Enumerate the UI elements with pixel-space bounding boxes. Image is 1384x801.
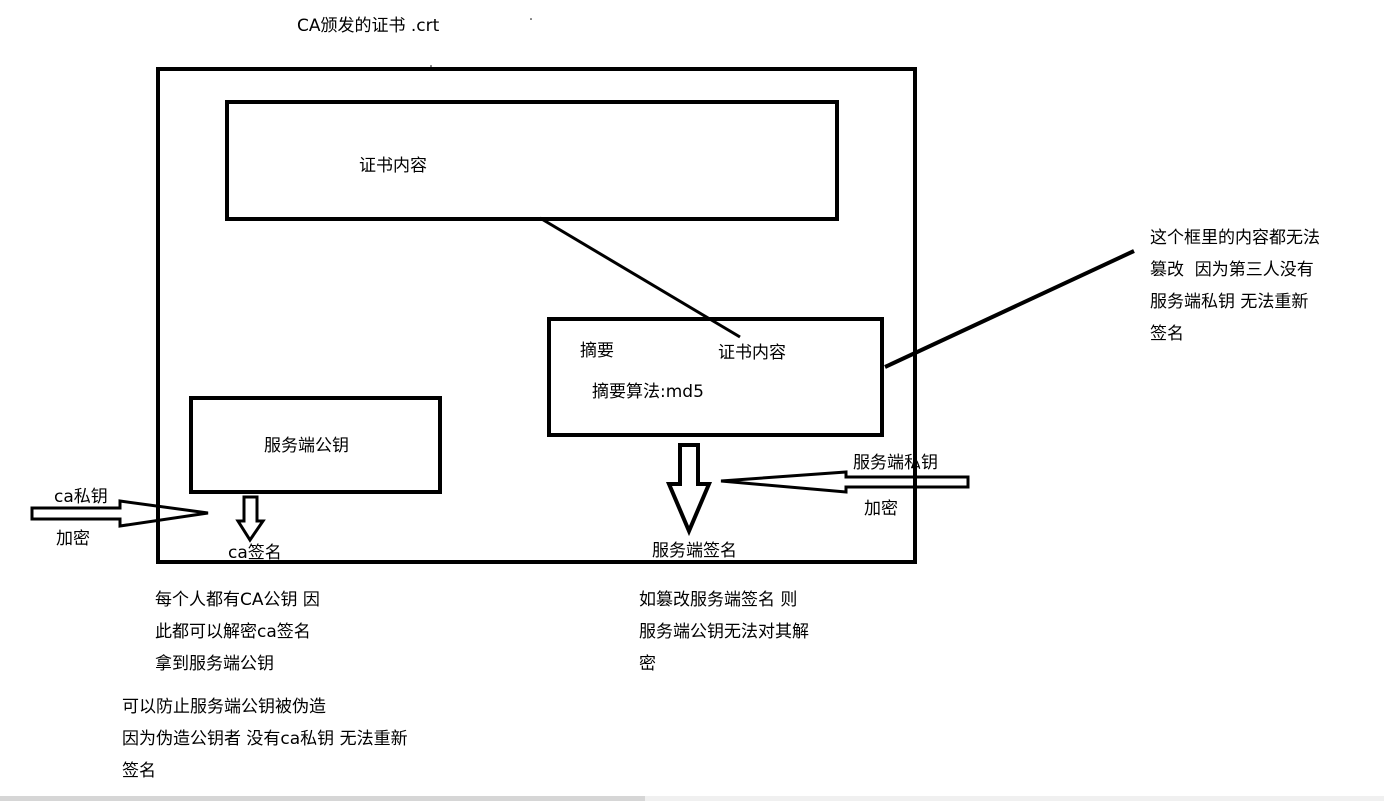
content-to-digest-line: [539, 216, 741, 339]
note-line: 签名: [1150, 324, 1184, 344]
ca-encrypt-arrow: [30, 499, 209, 528]
digest-box: [547, 317, 884, 437]
note-line: 密: [639, 654, 656, 674]
scrollbar-track[interactable]: [645, 796, 1384, 801]
note-bottom-center: 如篡改服务端签名 则 服务端公钥无法对其解 密: [639, 584, 809, 680]
note-line: 篡改 因为第三人没有: [1150, 260, 1314, 280]
note-line: 此都可以解密ca签名: [155, 622, 311, 642]
digest-content-label: 证书内容: [718, 343, 786, 363]
diagram-title: CA颁发的证书 .crt: [297, 16, 440, 36]
note-bottom-left-2: 可以防止服务端公钥被伪造 因为伪造公钥者 没有ca私钥 无法重新 签名: [122, 691, 408, 787]
digest-down-arrow: [665, 443, 713, 537]
ca-signature-label: ca签名: [228, 543, 282, 563]
server-pubkey-box: [189, 396, 442, 494]
digest-algorithm-label: 摘要算法:md5: [592, 382, 704, 402]
note-right: 这个框里的内容都无法 篡改 因为第三人没有 服务端私钥 无法重新 签名: [1150, 222, 1320, 350]
server-encrypt-label: 加密: [864, 499, 898, 519]
ca-encrypt-label: 加密: [56, 529, 90, 549]
note-line: 这个框里的内容都无法: [1150, 228, 1320, 248]
server-signature-label: 服务端签名: [652, 541, 737, 561]
pubkey-box-label: 服务端公钥: [264, 436, 349, 456]
certificate-frame: [156, 67, 917, 564]
digest-label: 摘要: [580, 341, 614, 361]
content-box-label: 证书内容: [359, 156, 427, 176]
ca-sign-down-arrow: [235, 495, 266, 543]
note-line: 签名: [122, 761, 156, 781]
server-key-label: 服务端私钥: [853, 453, 938, 473]
ca-key-label: ca私钥: [54, 487, 108, 507]
certificate-content-box: [225, 100, 839, 221]
note-pointer-line: [884, 249, 1135, 369]
note-line: 因为伪造公钥者 没有ca私钥 无法重新: [122, 729, 408, 749]
server-encrypt-arrow: [720, 470, 970, 494]
stray-dot: [530, 18, 532, 20]
note-line: 服务端私钥 无法重新: [1150, 292, 1309, 312]
note-line: 服务端公钥无法对其解: [639, 622, 809, 642]
note-line: 每个人都有CA公钥 因: [155, 590, 320, 610]
note-line: 可以防止服务端公钥被伪造: [122, 697, 326, 717]
note-line: 拿到服务端公钥: [155, 654, 274, 674]
stray-dot: [430, 65, 432, 67]
horizontal-scrollbar-thumb[interactable]: [0, 796, 645, 801]
note-line: 如篡改服务端签名 则: [639, 590, 798, 610]
note-bottom-left: 每个人都有CA公钥 因 此都可以解密ca签名 拿到服务端公钥: [155, 584, 320, 680]
